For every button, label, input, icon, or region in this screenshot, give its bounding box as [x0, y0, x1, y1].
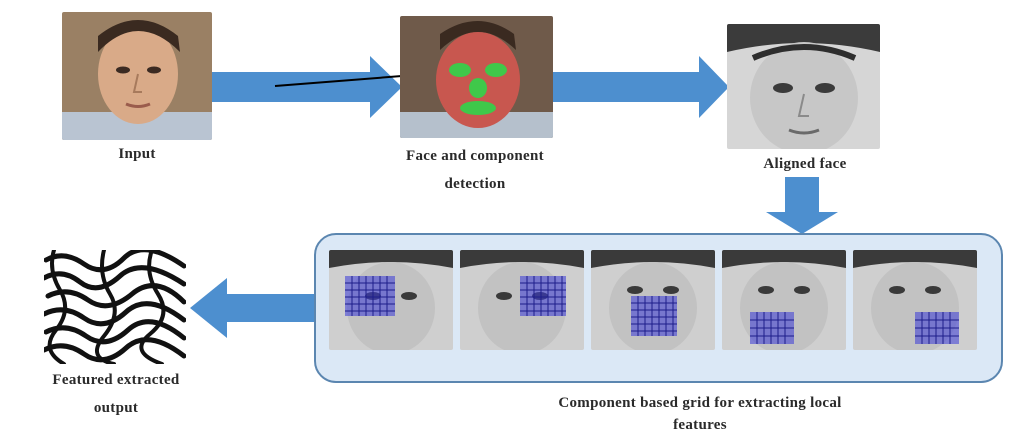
- feature-output-image: [44, 250, 186, 364]
- detection-caption-line-1: Face and component: [406, 148, 544, 164]
- output-caption: Featured extracted output: [0, 366, 232, 422]
- aligned-face-image: [727, 24, 880, 149]
- grid-thumbnail-mouth-left: [722, 250, 846, 350]
- input-caption: Input: [118, 146, 156, 162]
- output-caption-line-1: Featured extracted: [52, 372, 180, 388]
- grid-thumbnail-right-eye: [329, 250, 453, 350]
- aligned-caption: Aligned face: [763, 156, 847, 172]
- grid-thumbnail-nose: [591, 250, 715, 350]
- arrow-input-to-detection: [212, 56, 402, 118]
- arrow-aligned-to-panel: [766, 177, 838, 234]
- detection-caption: Face and component detection: [330, 142, 620, 198]
- input-face-image: [62, 12, 212, 140]
- detection-caption-line-2: detection: [444, 176, 506, 192]
- arrow-detection-to-aligned: [553, 56, 729, 118]
- grid-panel-caption: Component based grid for extracting loca…: [410, 392, 990, 436]
- grid-panel-caption-line-1: Component based grid for extracting loca…: [558, 395, 842, 411]
- output-caption-line-2: output: [93, 400, 139, 416]
- grid-thumbnail-left-eye: [460, 250, 584, 350]
- grid-thumbnail-mouth-right: [853, 250, 977, 350]
- detection-face-image: [400, 16, 553, 138]
- arrow-panel-to-output: [190, 278, 315, 338]
- grid-panel-caption-line-2: features: [673, 417, 727, 433]
